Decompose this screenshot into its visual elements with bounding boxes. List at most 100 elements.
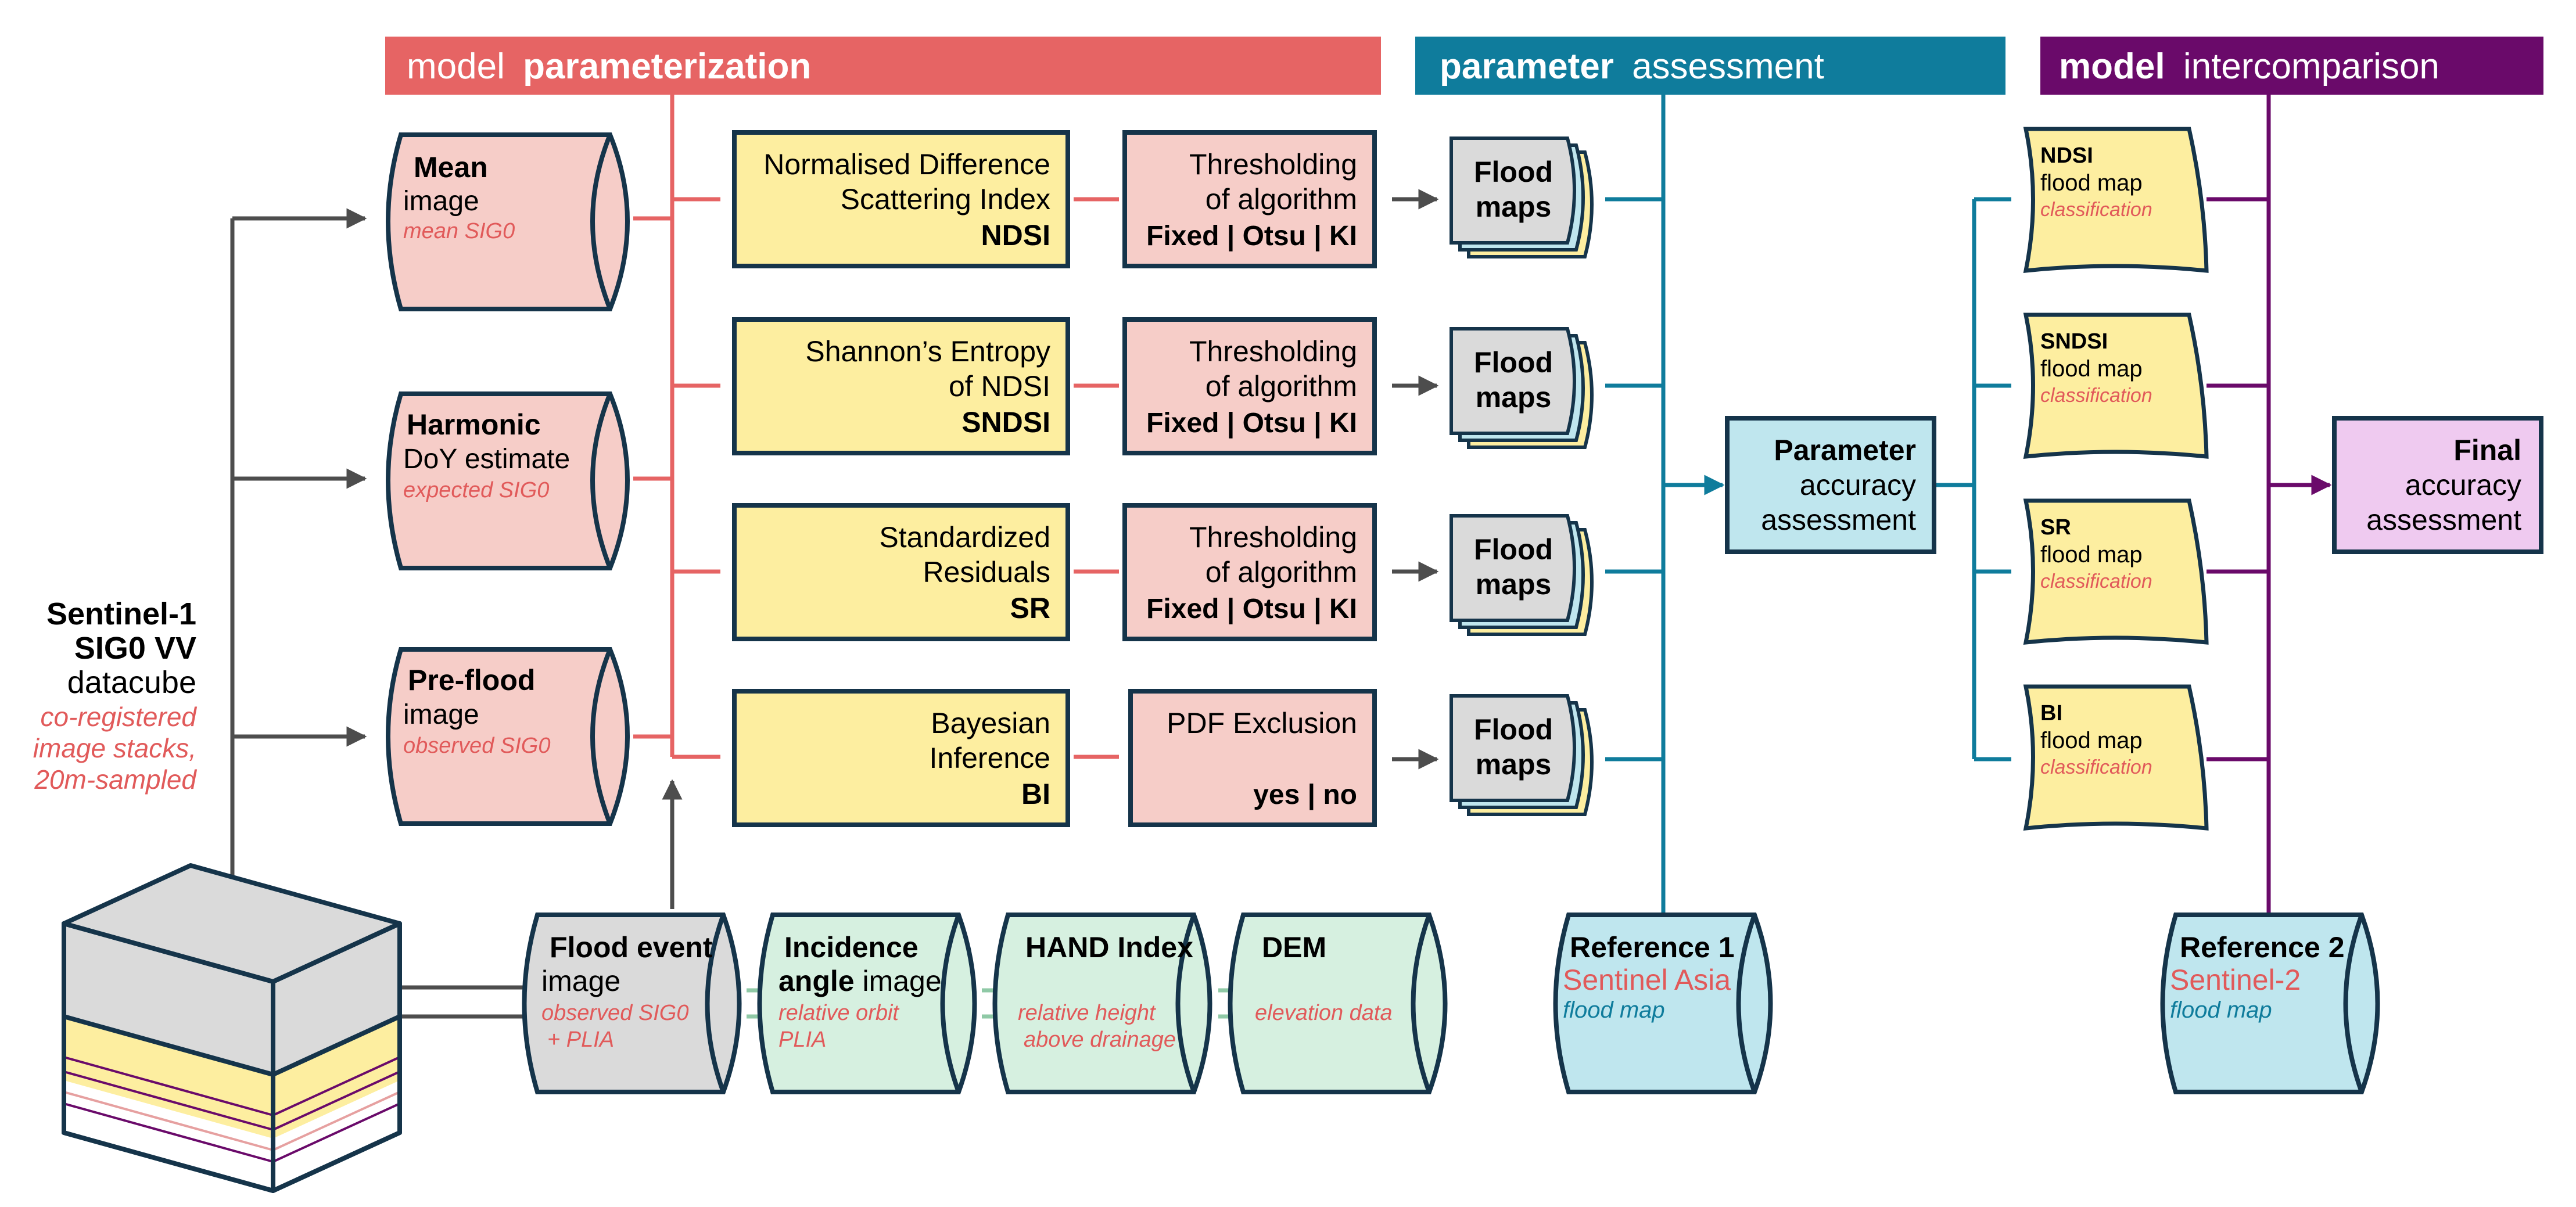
sentinel-datacube-icon <box>62 863 402 1193</box>
input-note: observed SIG0 <box>403 734 550 758</box>
input-title: Harmonic <box>407 408 541 441</box>
flood-maps-line1: Flood <box>1474 713 1553 746</box>
threshold-line2: of algorithm <box>1206 556 1357 588</box>
ancillary-line2: image <box>855 965 942 997</box>
ancillary-line2: image <box>541 965 620 997</box>
threshold-ndsi: Thresholding of algorithm Fixed | Otsu |… <box>1122 130 1377 268</box>
input-harmonic-estimate: Harmonic DoY estimate expected SIG0 <box>386 391 630 570</box>
reference-note: flood map <box>1563 997 1665 1023</box>
reference-title: Reference 2 <box>2180 931 2345 964</box>
input-note: expected SIG0 <box>403 478 549 502</box>
method-line2: of NDSI <box>949 370 1050 403</box>
svg-text:model intercomparison: model intercomparison <box>2059 46 2439 87</box>
flood-maps-ndsi: Flood maps <box>1450 136 1594 258</box>
class-map-line2: flood map <box>2040 728 2143 753</box>
input-subtitle: image <box>403 699 479 730</box>
reference-1-sentinel-asia: Reference 1 Sentinel Asia flood map <box>1553 913 1773 1094</box>
ancillary-incidence-angle-image: Incidence angle image relative orbit PLI… <box>757 913 977 1094</box>
ancillary-note1: elevation data <box>1255 1001 1393 1025</box>
class-map-abbr: SR <box>2040 515 2071 540</box>
ancillary-note1: observed SIG0 <box>541 1001 688 1025</box>
sentinel-datacube-label: datacube <box>67 665 196 700</box>
class-map-note: classification <box>2040 199 2152 221</box>
ancillary-title-2: angle <box>778 965 855 997</box>
flood-maps-bi: Flood maps <box>1450 694 1594 816</box>
method-abbr: SR <box>1010 592 1050 624</box>
method-line2: Scattering Index <box>841 183 1050 215</box>
flood-maps-line1: Flood <box>1474 156 1553 188</box>
datacube-connectors <box>230 189 1439 1019</box>
header-inter-bold: model <box>2059 46 2165 87</box>
input-mean-image: Mean image mean SIG0 <box>386 132 630 311</box>
ancillary-line2-wrap: angle image <box>778 965 942 997</box>
reference-2-sentinel-2: Reference 2 Sentinel-2 flood map <box>2160 913 2380 1094</box>
input-title: Pre-flood <box>408 664 535 696</box>
method-line1: Standardized <box>879 521 1050 554</box>
reference-source: Sentinel Asia <box>1563 964 1731 996</box>
ancillary-title: Flood event <box>550 931 713 964</box>
ancillary-note1: relative height <box>1018 1001 1156 1025</box>
flood-maps-line2: maps <box>1476 191 1552 223</box>
input-subtitle: image <box>403 186 479 217</box>
ancillary-title: HAND Index <box>1025 931 1193 964</box>
ancillary-note2: + PLIA <box>547 1028 614 1052</box>
flood-maps-sr: Flood maps <box>1450 514 1594 636</box>
final-accuracy-assessment: Final accuracy assessment <box>2332 416 2543 554</box>
intercomparison-connectors <box>2207 93 2332 915</box>
method-ndsi: Normalised Difference Scattering Index N… <box>732 130 1070 268</box>
method-line1: Bayesian <box>931 707 1050 739</box>
class-map-abbr: NDSI <box>2040 143 2093 168</box>
threshold-options: Fixed | Otsu | KI <box>1146 221 1357 252</box>
sentinel-label: Sentinel-1 SIG0 VV datacube co-registere… <box>33 597 198 795</box>
sentinel-title: Sentinel-1 <box>46 597 196 631</box>
ancillary-flood-event-image: Flood event image observed SIG0 + PLIA <box>522 913 742 1094</box>
svg-text:model parameterization: model parameterization <box>407 46 811 87</box>
header-parameter-assessment: parameter assessment <box>1415 37 2005 95</box>
threshold-line2: of algorithm <box>1206 183 1357 215</box>
input-subtitle: DoY estimate <box>403 444 570 475</box>
parameter-accuracy-assessment: Parameter accuracy assessment <box>1725 416 1936 554</box>
final-title: Final <box>2453 434 2521 466</box>
header-param-light: model <box>407 46 505 87</box>
flood-maps-line2: maps <box>1476 568 1552 601</box>
ancillary-title: Incidence <box>784 931 919 964</box>
method-abbr: NDSI <box>981 219 1050 252</box>
ancillary-note2: above drainage <box>1024 1028 1176 1052</box>
input-title: Mean <box>414 151 488 184</box>
ancillary-note2: PLIA <box>778 1028 826 1052</box>
class-map-line2: flood map <box>2040 356 2143 382</box>
sentinel-note-3: 20m-sampled <box>34 764 197 795</box>
ancillary-dem: DEM elevation data <box>1228 913 1448 1094</box>
threshold-line1: Thresholding <box>1189 148 1357 181</box>
sentinel-note-1: co-registered <box>41 702 198 732</box>
header-inter-light: intercomparison <box>2183 46 2439 87</box>
method-abbr: SNDSI <box>961 406 1050 439</box>
method-line1: Normalised Difference <box>763 148 1050 181</box>
class-map-note: classification <box>2040 756 2152 778</box>
header-model-parameterization: model parameterization <box>385 37 1381 95</box>
threshold-sndsi: Thresholding of algorithm Fixed | Otsu |… <box>1122 317 1377 455</box>
classification-map-sr: SR flood map classification <box>2023 498 2209 645</box>
threshold-line1: Thresholding <box>1189 335 1357 368</box>
sentinel-band: SIG0 VV <box>74 631 196 666</box>
threshold-bi-pdf-exclusion: PDF Exclusion yes | no <box>1128 689 1377 827</box>
threshold-options: Fixed | Otsu | KI <box>1146 408 1357 439</box>
class-map-note: classification <box>2040 570 2152 592</box>
threshold-line1: Thresholding <box>1189 521 1357 554</box>
threshold-sr: Thresholding of algorithm Fixed | Otsu |… <box>1122 503 1377 641</box>
assessment-connectors <box>1605 93 2011 915</box>
method-bi: Bayesian Inference BI <box>732 689 1070 827</box>
ancillary-note1: relative orbit <box>778 1001 899 1025</box>
classification-map-sndsi: SNDSI flood map classification <box>2023 312 2209 459</box>
class-map-note: classification <box>2040 385 2152 407</box>
reference-source: Sentinel-2 <box>2170 964 2301 996</box>
class-map-abbr: SNDSI <box>2040 329 2108 354</box>
method-line2: Residuals <box>923 556 1050 588</box>
final-line2: accuracy <box>2405 469 2521 501</box>
final-line3: assessment <box>2366 504 2521 536</box>
method-line1: Shannon’s Entropy <box>805 335 1050 368</box>
parameterization-connectors <box>633 93 1119 759</box>
flood-maps-line1: Flood <box>1474 533 1553 566</box>
input-pre-flood-image: Pre-flood image observed SIG0 <box>386 647 630 826</box>
